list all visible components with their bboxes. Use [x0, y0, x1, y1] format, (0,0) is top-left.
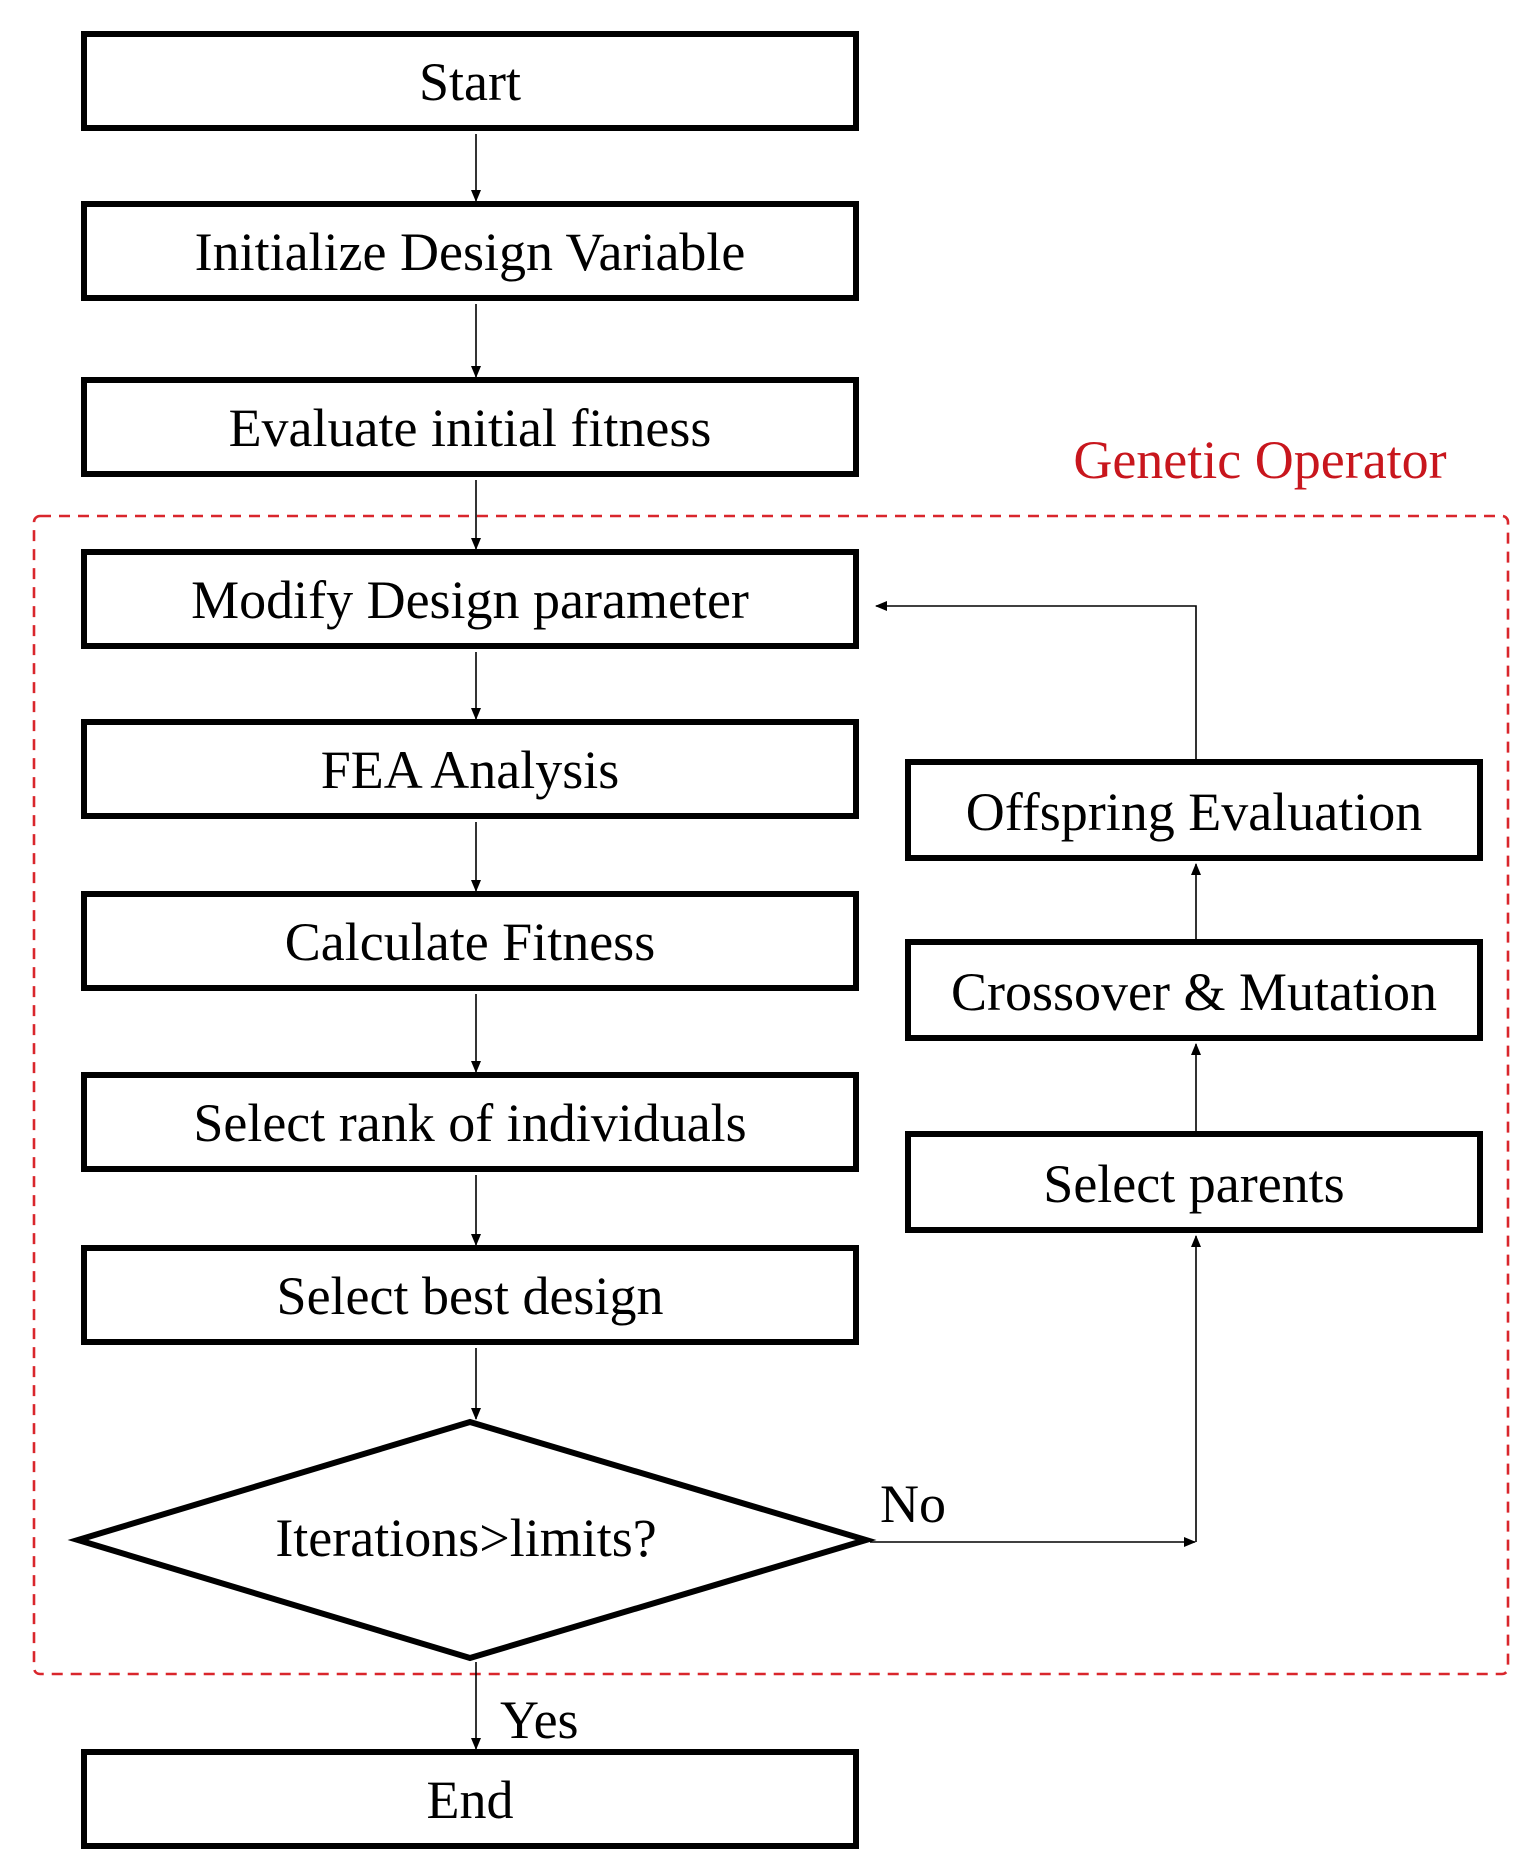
- iterations-decision-label: Iterations>limits?: [275, 1508, 656, 1568]
- start-node: Start: [81, 31, 859, 131]
- end-node: End: [81, 1749, 859, 1849]
- no-label: No: [880, 1474, 946, 1534]
- calculate-fitness-node-label: Calculate Fitness: [285, 912, 655, 972]
- select-rank-node-label: Select rank of individuals: [193, 1093, 746, 1153]
- select-best-node: Select best design: [81, 1245, 859, 1345]
- yes-label: Yes: [500, 1690, 579, 1750]
- crossover-node-label: Crossover & Mutation: [951, 962, 1437, 1022]
- offspring-node: Offspring Evaluation: [905, 759, 1483, 861]
- select-rank-node: Select rank of individuals: [81, 1072, 859, 1172]
- iterations-decision: Iterations>limits?: [67, 1418, 877, 1662]
- genetic-operator-label: Genetic Operator: [1073, 430, 1446, 490]
- modify-node: Modify Design parameter: [81, 549, 859, 649]
- calculate-fitness-node: Calculate Fitness: [81, 891, 859, 991]
- genetic-operator-border: [32, 514, 1510, 1676]
- modify-node-label: Modify Design parameter: [191, 570, 749, 630]
- fea-node-label: FEA Analysis: [321, 740, 620, 800]
- genetic-operator-region: Genetic Operator: [32, 430, 1510, 1676]
- select-parents-node: Select parents: [905, 1131, 1483, 1233]
- evaluate-initial-node-label: Evaluate initial fitness: [229, 398, 712, 458]
- initialize-node: Initialize Design Variable: [81, 201, 859, 301]
- select-parents-node-label: Select parents: [1043, 1154, 1344, 1214]
- start-node-label: Start: [419, 52, 521, 112]
- fea-node: FEA Analysis: [81, 719, 859, 819]
- evaluate-initial-node: Evaluate initial fitness: [81, 377, 859, 477]
- offspring-node-label: Offspring Evaluation: [966, 782, 1422, 842]
- crossover-node: Crossover & Mutation: [905, 939, 1483, 1041]
- select-best-node-label: Select best design: [277, 1266, 664, 1326]
- initialize-node-label: Initialize Design Variable: [195, 222, 746, 282]
- end-node-label: End: [427, 1770, 514, 1830]
- arrow-offspring-to-modify: [875, 601, 1197, 762]
